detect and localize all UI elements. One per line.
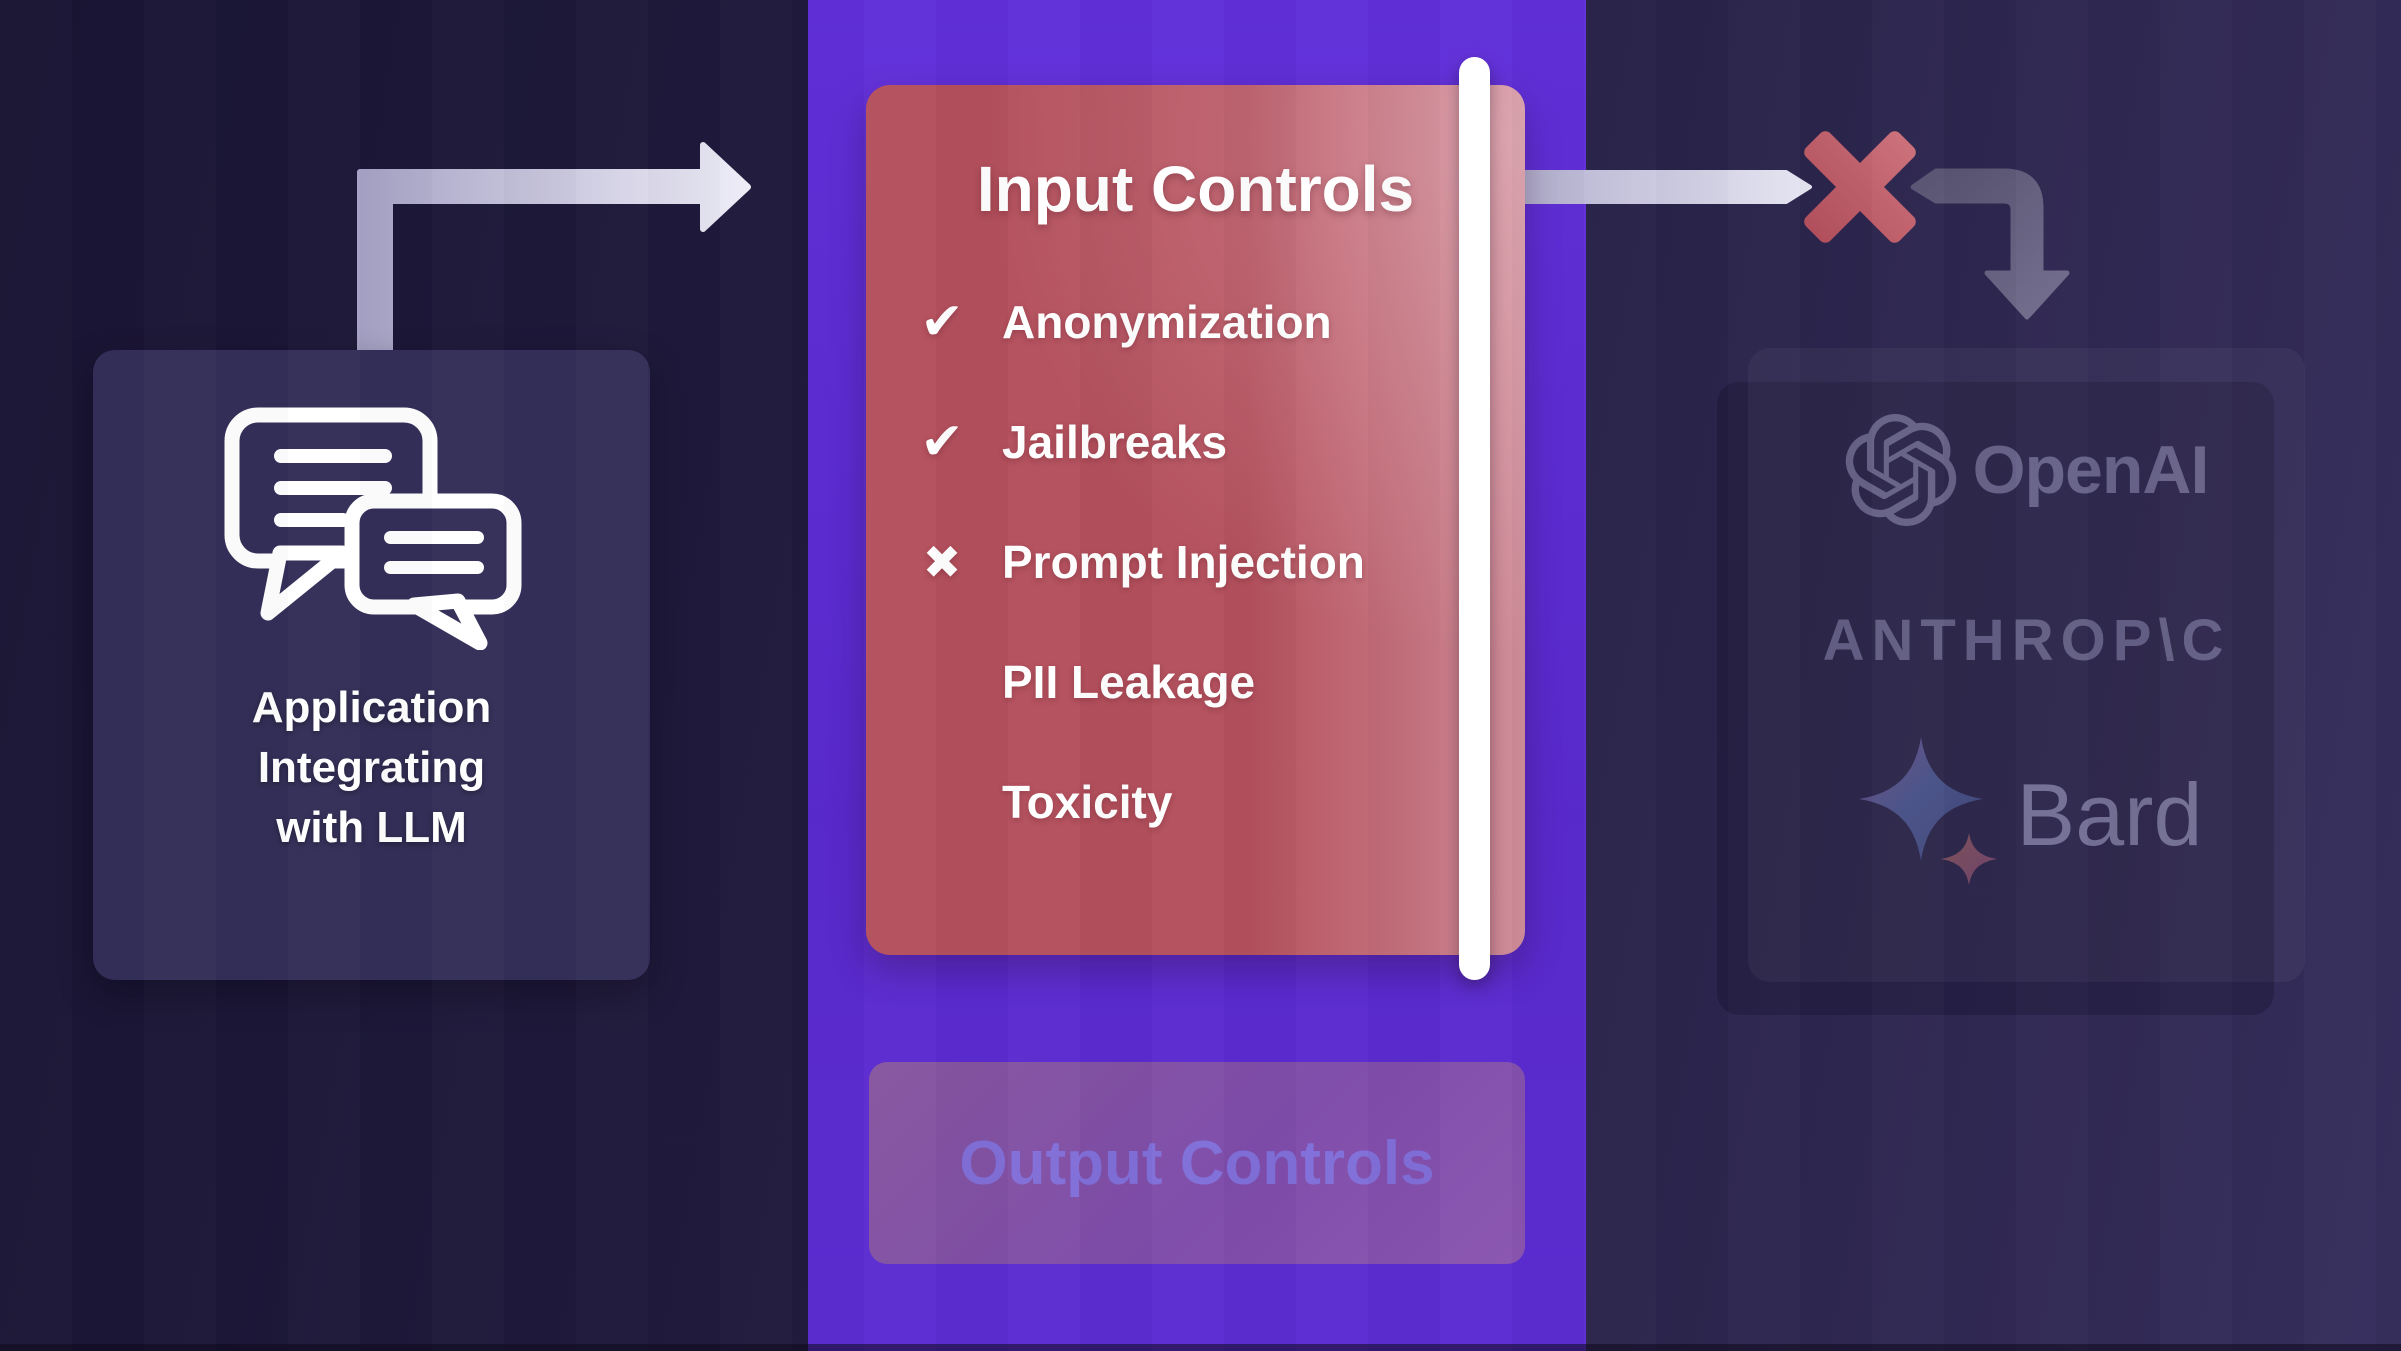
guard-bar [1459,57,1490,980]
bottom-edge-shade [0,1344,2401,1351]
list-item-label: Prompt Injection [1002,536,1365,588]
arrow-input-to-providers-icon [1518,170,1812,204]
list-item-label: Jailbreaks [1002,416,1228,468]
input-controls-list: ✔ Anonymization ✔ Jailbreaks ✖ Prompt In… [866,262,1525,862]
providers-box-shadow [1717,382,2274,1015]
provider-bard: Bard [1748,730,2305,900]
provider-anthropic: ANTHROP\C [1748,590,2305,690]
cross-icon: ✖ [922,535,962,589]
application-label-line3: with LLM [276,803,467,852]
application-label-line2: Integrating [257,743,486,792]
openai-logo-icon [1845,414,1956,526]
output-controls-title: Output Controls [959,1128,1435,1198]
list-item-anonymization: ✔ Anonymization [910,262,1525,382]
bard-wordmark: Bard [2016,765,2203,864]
chat-bubbles-icon [224,407,521,650]
bard-sparkle-icon [1858,737,1997,885]
list-item-prompt-injection: ✖ Prompt Injection [910,502,1525,622]
check-icon: ✔ [920,412,964,472]
application-label-line1: Application [251,683,492,732]
arrow-down-to-providers-icon [1910,168,2070,320]
arrow-app-to-input-icon [357,142,751,355]
input-controls-title: Input Controls [976,153,1415,225]
input-controls-panel: Input Controls ✔ Anonymization ✔ Jailbre… [866,85,1525,955]
list-item-label: Toxicity [1002,776,1173,828]
providers-box: OpenAI ANTHROP\C Bard [1748,348,2305,982]
list-item-toxicity: Toxicity [910,742,1525,862]
check-icon: ✔ [920,292,964,352]
blocked-cross-icon [1804,131,1916,243]
list-item-label: Anonymization [1002,296,1332,348]
provider-openai: OpenAI [1748,405,2305,535]
output-controls-panel: Output Controls [869,1062,1525,1264]
list-item-pii-leakage: PII Leakage [910,622,1525,742]
application-box: Application Integrating with LLM [93,350,650,980]
application-label: Application Integrating with LLM [252,678,492,858]
openai-wordmark: OpenAI [1972,432,2210,508]
anthropic-wordmark: ANTHROP\C [1822,607,2231,673]
list-item-label: PII Leakage [1002,656,1256,708]
list-item-jailbreaks: ✔ Jailbreaks [910,382,1525,502]
